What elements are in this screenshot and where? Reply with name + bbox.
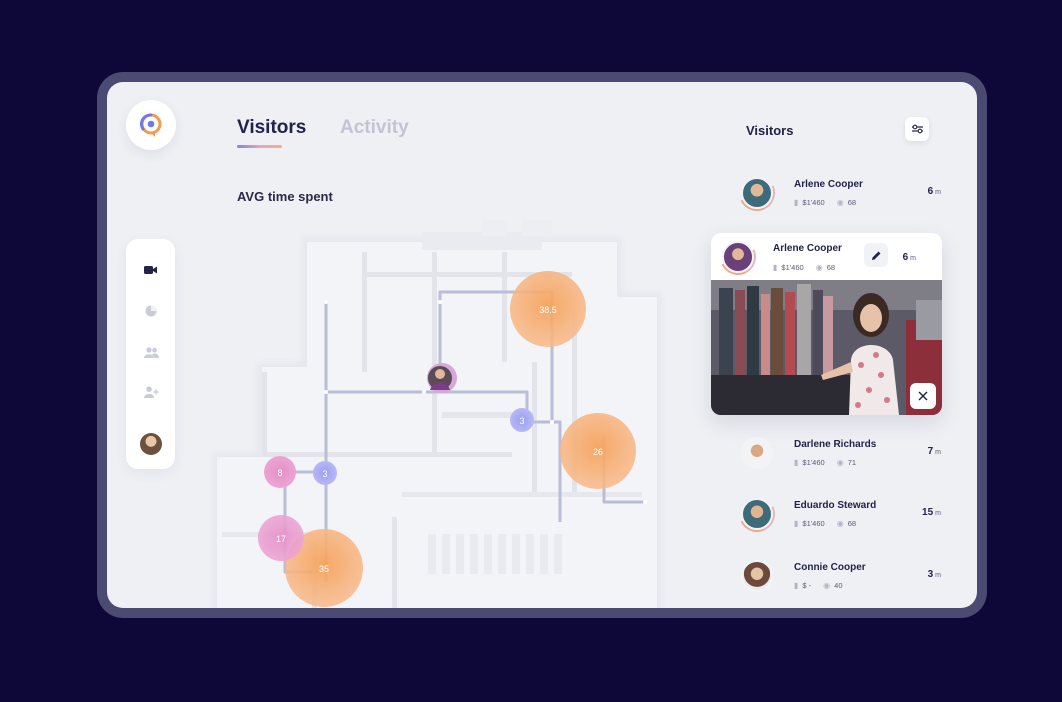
close-photo-button[interactable]	[910, 383, 936, 409]
sliders-icon	[911, 124, 923, 134]
visitor-avatar	[741, 437, 773, 469]
edit-button[interactable]	[864, 243, 888, 267]
user-avatar[interactable]	[140, 433, 162, 455]
users-icon	[143, 346, 159, 358]
shopping-bag-icon: ▮	[773, 263, 778, 272]
visitor-spent: $1'460	[802, 198, 825, 207]
location-pin-logo-icon	[139, 113, 162, 137]
visitor-name: Arlene Cooper	[773, 243, 842, 254]
pie-chart-icon	[145, 305, 157, 317]
active-tab-indicator	[237, 145, 282, 148]
toolbar-stats-button[interactable]	[140, 300, 162, 322]
eye-icon: ◉	[836, 198, 844, 207]
visitor-name: Arlene Cooper	[794, 179, 863, 190]
eye-icon: ◉	[815, 263, 823, 272]
eye-icon: ◉	[823, 581, 831, 590]
eye-icon: ◉	[836, 519, 844, 528]
visitor-views: 71	[847, 458, 857, 467]
visitor-avatar	[741, 498, 773, 530]
visitor-views: 40	[834, 581, 843, 590]
section-title: AVG time spent	[237, 189, 333, 204]
app-screen: Visitors Activity AVG time spent	[107, 82, 977, 608]
visitor-meta: ▮ $ - ◉ 40	[794, 581, 843, 590]
shopping-bag-icon: ▮	[794, 581, 799, 590]
eye-icon: ◉	[836, 458, 844, 467]
visitor-meta: ▮ $1'460 ◉ 71	[794, 458, 856, 467]
visitor-name: Darlene Richards	[794, 439, 877, 450]
app-logo[interactable]	[126, 100, 176, 150]
heat-bubble[interactable]: 35	[285, 529, 363, 607]
shopping-bag-icon: ▮	[794, 519, 799, 528]
bubble-label: 26	[593, 447, 603, 457]
visitor-avatar	[741, 177, 773, 209]
route-nodes	[324, 300, 647, 504]
visitor-camera-photo	[711, 280, 942, 415]
tab-activity[interactable]: Activity	[340, 117, 409, 138]
toolbar-video-button[interactable]	[140, 259, 162, 281]
toolbar-add-user-button[interactable]	[140, 381, 162, 403]
visitor-avatar	[722, 241, 754, 273]
bubble-label: 38.5	[539, 305, 557, 315]
visitor-views: 68	[847, 198, 857, 207]
shopping-bag-icon: ▮	[794, 198, 799, 207]
close-icon	[918, 391, 928, 401]
visitor-meta: ▮ $1'460 ◉ 68	[773, 263, 835, 272]
toolbar-users-button[interactable]	[140, 341, 162, 363]
visitor-meta: ▮ $1'460 ◉ 68	[794, 519, 856, 528]
shopping-bag-icon: ▮	[794, 458, 799, 467]
visitor-spent: $ -	[802, 581, 812, 590]
heat-bubble[interactable]: 3	[313, 461, 337, 485]
visitor-views: 68	[847, 519, 857, 528]
visitor-name: Connie Cooper	[794, 562, 866, 573]
filter-button[interactable]	[905, 117, 929, 141]
add-user-icon	[143, 386, 158, 398]
pencil-icon	[871, 251, 880, 260]
visitor-meta: ▮ $1'460 ◉ 68	[794, 198, 856, 207]
heat-bubble[interactable]: 38.5	[510, 271, 586, 347]
bubble-label: 3	[519, 416, 524, 426]
shopper-figure	[821, 293, 899, 415]
bubble-label: 35	[319, 564, 329, 574]
bubble-label: 8	[277, 468, 282, 478]
visitor-avatar	[741, 560, 773, 592]
visitor-marker[interactable]	[427, 363, 457, 393]
visitor-name: Eduardo Steward	[794, 500, 877, 511]
video-camera-icon	[144, 266, 157, 274]
side-toolbar	[126, 239, 175, 469]
visitor-spent: $1'460	[802, 519, 825, 528]
visitor-spent: $1'460	[802, 458, 825, 467]
visitors-panel-title: Visitors	[746, 123, 794, 138]
heat-bubble[interactable]: 17	[258, 515, 304, 561]
visitor-views: 68	[826, 263, 836, 272]
visitor-spent: $1'460	[781, 263, 804, 272]
heat-bubble[interactable]: 3	[510, 408, 534, 432]
heat-bubble[interactable]: 26	[560, 413, 636, 489]
heat-bubble[interactable]: 8	[264, 456, 296, 488]
bubble-label: 3	[322, 469, 327, 479]
floor-plan-map[interactable]: 38.5 26 35 17 8 3 3	[202, 212, 732, 608]
tab-visitors[interactable]: Visitors	[237, 117, 307, 138]
bubble-label: 17	[276, 534, 286, 544]
